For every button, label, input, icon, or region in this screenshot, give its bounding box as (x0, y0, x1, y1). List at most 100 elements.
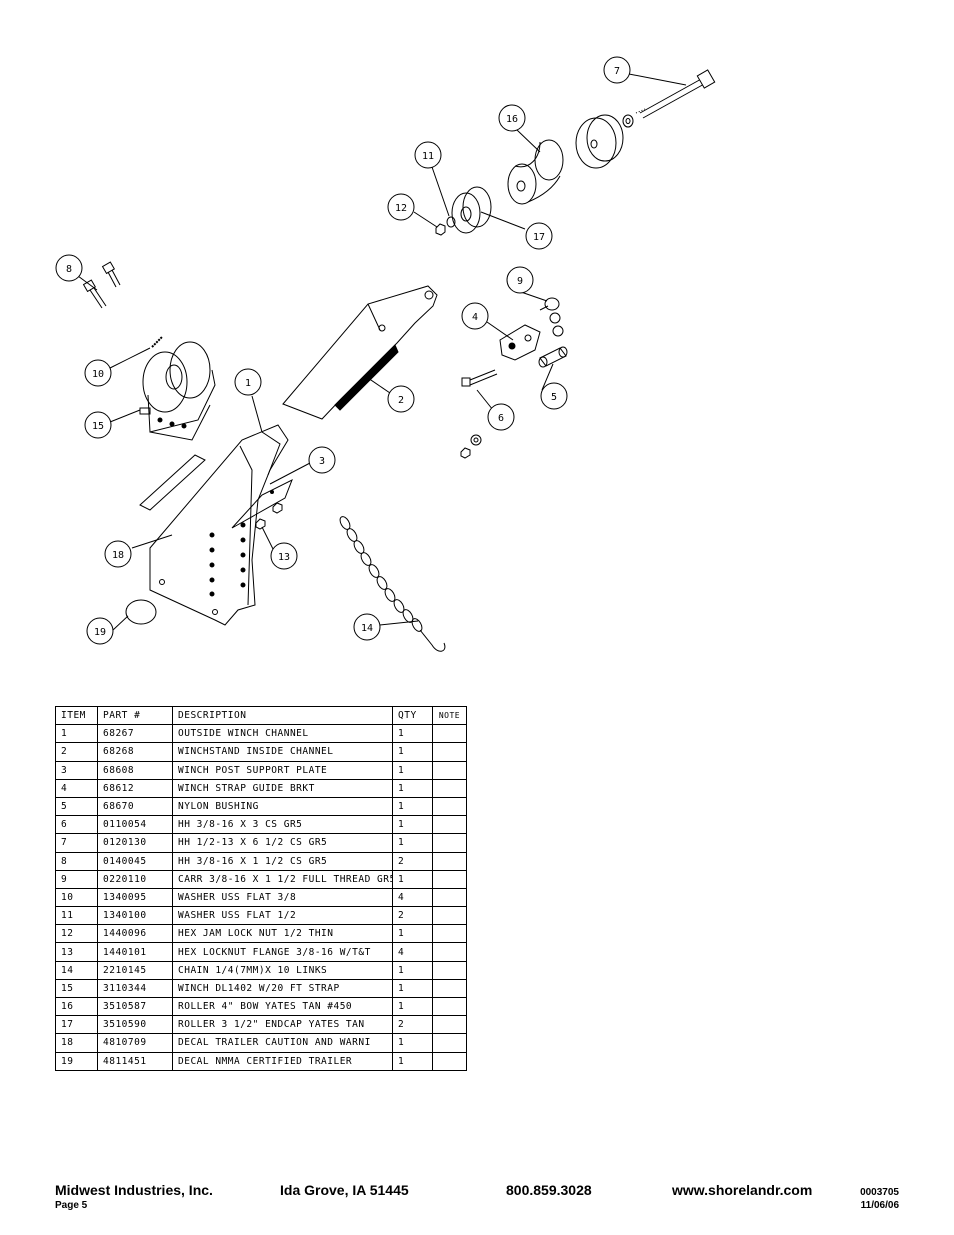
cell-part: 3510590 (97, 1015, 173, 1035)
cell-item: 19 (55, 1051, 98, 1071)
cell-qty: 1 (392, 960, 433, 980)
cell-qty: 1 (392, 760, 433, 780)
svg-text:2: 2 (398, 395, 404, 406)
cell-part: 3510587 (97, 996, 173, 1017)
cell-note (432, 1033, 467, 1053)
part-bolt-7 (635, 69, 716, 119)
cell-description: DECAL TRAILER CAUTION AND WARNI (172, 1033, 393, 1053)
cell-note (432, 851, 467, 871)
cell-part: 1440101 (97, 942, 173, 962)
callout-18: 18 (104, 540, 132, 568)
svg-text:12: 12 (395, 203, 407, 214)
cell-note (432, 960, 467, 980)
callout-11: 11 (414, 141, 442, 169)
part-bushing-5 (538, 346, 568, 368)
footer-page: Page 5 (55, 1200, 88, 1211)
cell-qty: 1 (392, 1033, 433, 1053)
part-bolt-9 (539, 297, 560, 311)
cell-item: 10 (55, 887, 98, 908)
cell-description: OUTSIDE WINCH CHANNEL (172, 724, 393, 744)
cell-description: ROLLER 4" BOW YATES TAN #450 (172, 996, 393, 1017)
part-inside-channel-2 (282, 285, 438, 420)
cell-part: 4811451 (97, 1051, 173, 1071)
svg-text:17: 17 (533, 232, 545, 243)
svg-text:19: 19 (94, 627, 106, 638)
cell-description: HH 3/8-16 X 1 1/2 CS GR5 (172, 851, 393, 871)
callout-1: 1 (234, 368, 262, 396)
callout-15: 15 (84, 411, 112, 439)
header-part: PART # (97, 705, 173, 726)
cell-qty: 1 (392, 724, 433, 744)
callout-9: 9 (506, 266, 534, 294)
svg-text:14: 14 (361, 623, 373, 634)
callout-16: 16 (498, 104, 526, 132)
cell-note (432, 1015, 467, 1035)
cell-qty: 1 (392, 1051, 433, 1071)
callout-2: 2 (387, 385, 415, 413)
cell-part: 0110054 (97, 815, 173, 835)
cell-qty: 1 (392, 778, 433, 798)
cell-qty: 4 (392, 887, 433, 908)
cell-note (432, 760, 467, 780)
cell-qty: 1 (392, 833, 433, 853)
cell-note (432, 815, 467, 835)
cell-part: 1340095 (97, 887, 173, 908)
cell-note (432, 724, 467, 744)
cell-qty: 1 (392, 869, 433, 889)
svg-text:13: 13 (278, 552, 290, 563)
callout-19: 19 (86, 617, 114, 645)
cell-description: WASHER USS FLAT 3/8 (172, 887, 393, 908)
part-decal-19 (125, 599, 157, 625)
cell-part: 1440096 (97, 924, 173, 944)
callout-5: 5 (540, 382, 568, 410)
cell-note (432, 742, 467, 762)
svg-text:18: 18 (112, 550, 124, 561)
part-roller-bow-16 (507, 139, 564, 205)
callout-13: 13 (270, 542, 298, 570)
cell-part: 68670 (97, 796, 173, 817)
cell-description: NYLON BUSHING (172, 796, 393, 817)
callout-8: 8 (55, 254, 83, 282)
callout-leaders (77, 73, 687, 631)
cell-item: 14 (55, 960, 98, 980)
cell-item: 13 (55, 942, 98, 962)
callout-3: 3 (308, 446, 336, 474)
cell-qty: 1 (392, 742, 433, 762)
part-locknuts-13 (255, 502, 283, 530)
part-washers-9 (549, 312, 564, 337)
cell-description: HEX JAM LOCK NUT 1/2 THIN (172, 924, 393, 944)
cell-description: DECAL NMMA CERTIFIED TRAILER (172, 1051, 393, 1071)
part-support-plate-3 (231, 478, 293, 529)
header-description: DESCRIPTION (172, 705, 393, 726)
cell-note (432, 796, 467, 817)
cell-note (432, 778, 467, 798)
header-note: NOTE (432, 705, 467, 726)
footer-website: www.shorelandr.com (672, 1182, 813, 1198)
cell-note (432, 833, 467, 853)
callout-14: 14 (353, 613, 381, 641)
cell-note (432, 869, 467, 889)
cell-part: 0140045 (97, 851, 173, 871)
cell-qty: 2 (392, 906, 433, 926)
cell-description: WINCH POST SUPPORT PLATE (172, 760, 393, 780)
header-item: ITEM (55, 705, 98, 726)
cell-description: CHAIN 1/4(7MM)X 10 LINKS (172, 960, 393, 980)
footer-phone: 800.859.3028 (506, 1182, 592, 1198)
cell-description: CARR 3/8-16 X 1 1/2 FULL THREAD GR5 (172, 869, 393, 889)
cell-description: WINCH STRAP GUIDE BRKT (172, 778, 393, 798)
cell-qty: 1 (392, 815, 433, 835)
cell-note (432, 887, 467, 908)
svg-text:15: 15 (92, 421, 104, 432)
cell-item: 16 (55, 996, 98, 1017)
part-washer-10 (151, 336, 163, 348)
